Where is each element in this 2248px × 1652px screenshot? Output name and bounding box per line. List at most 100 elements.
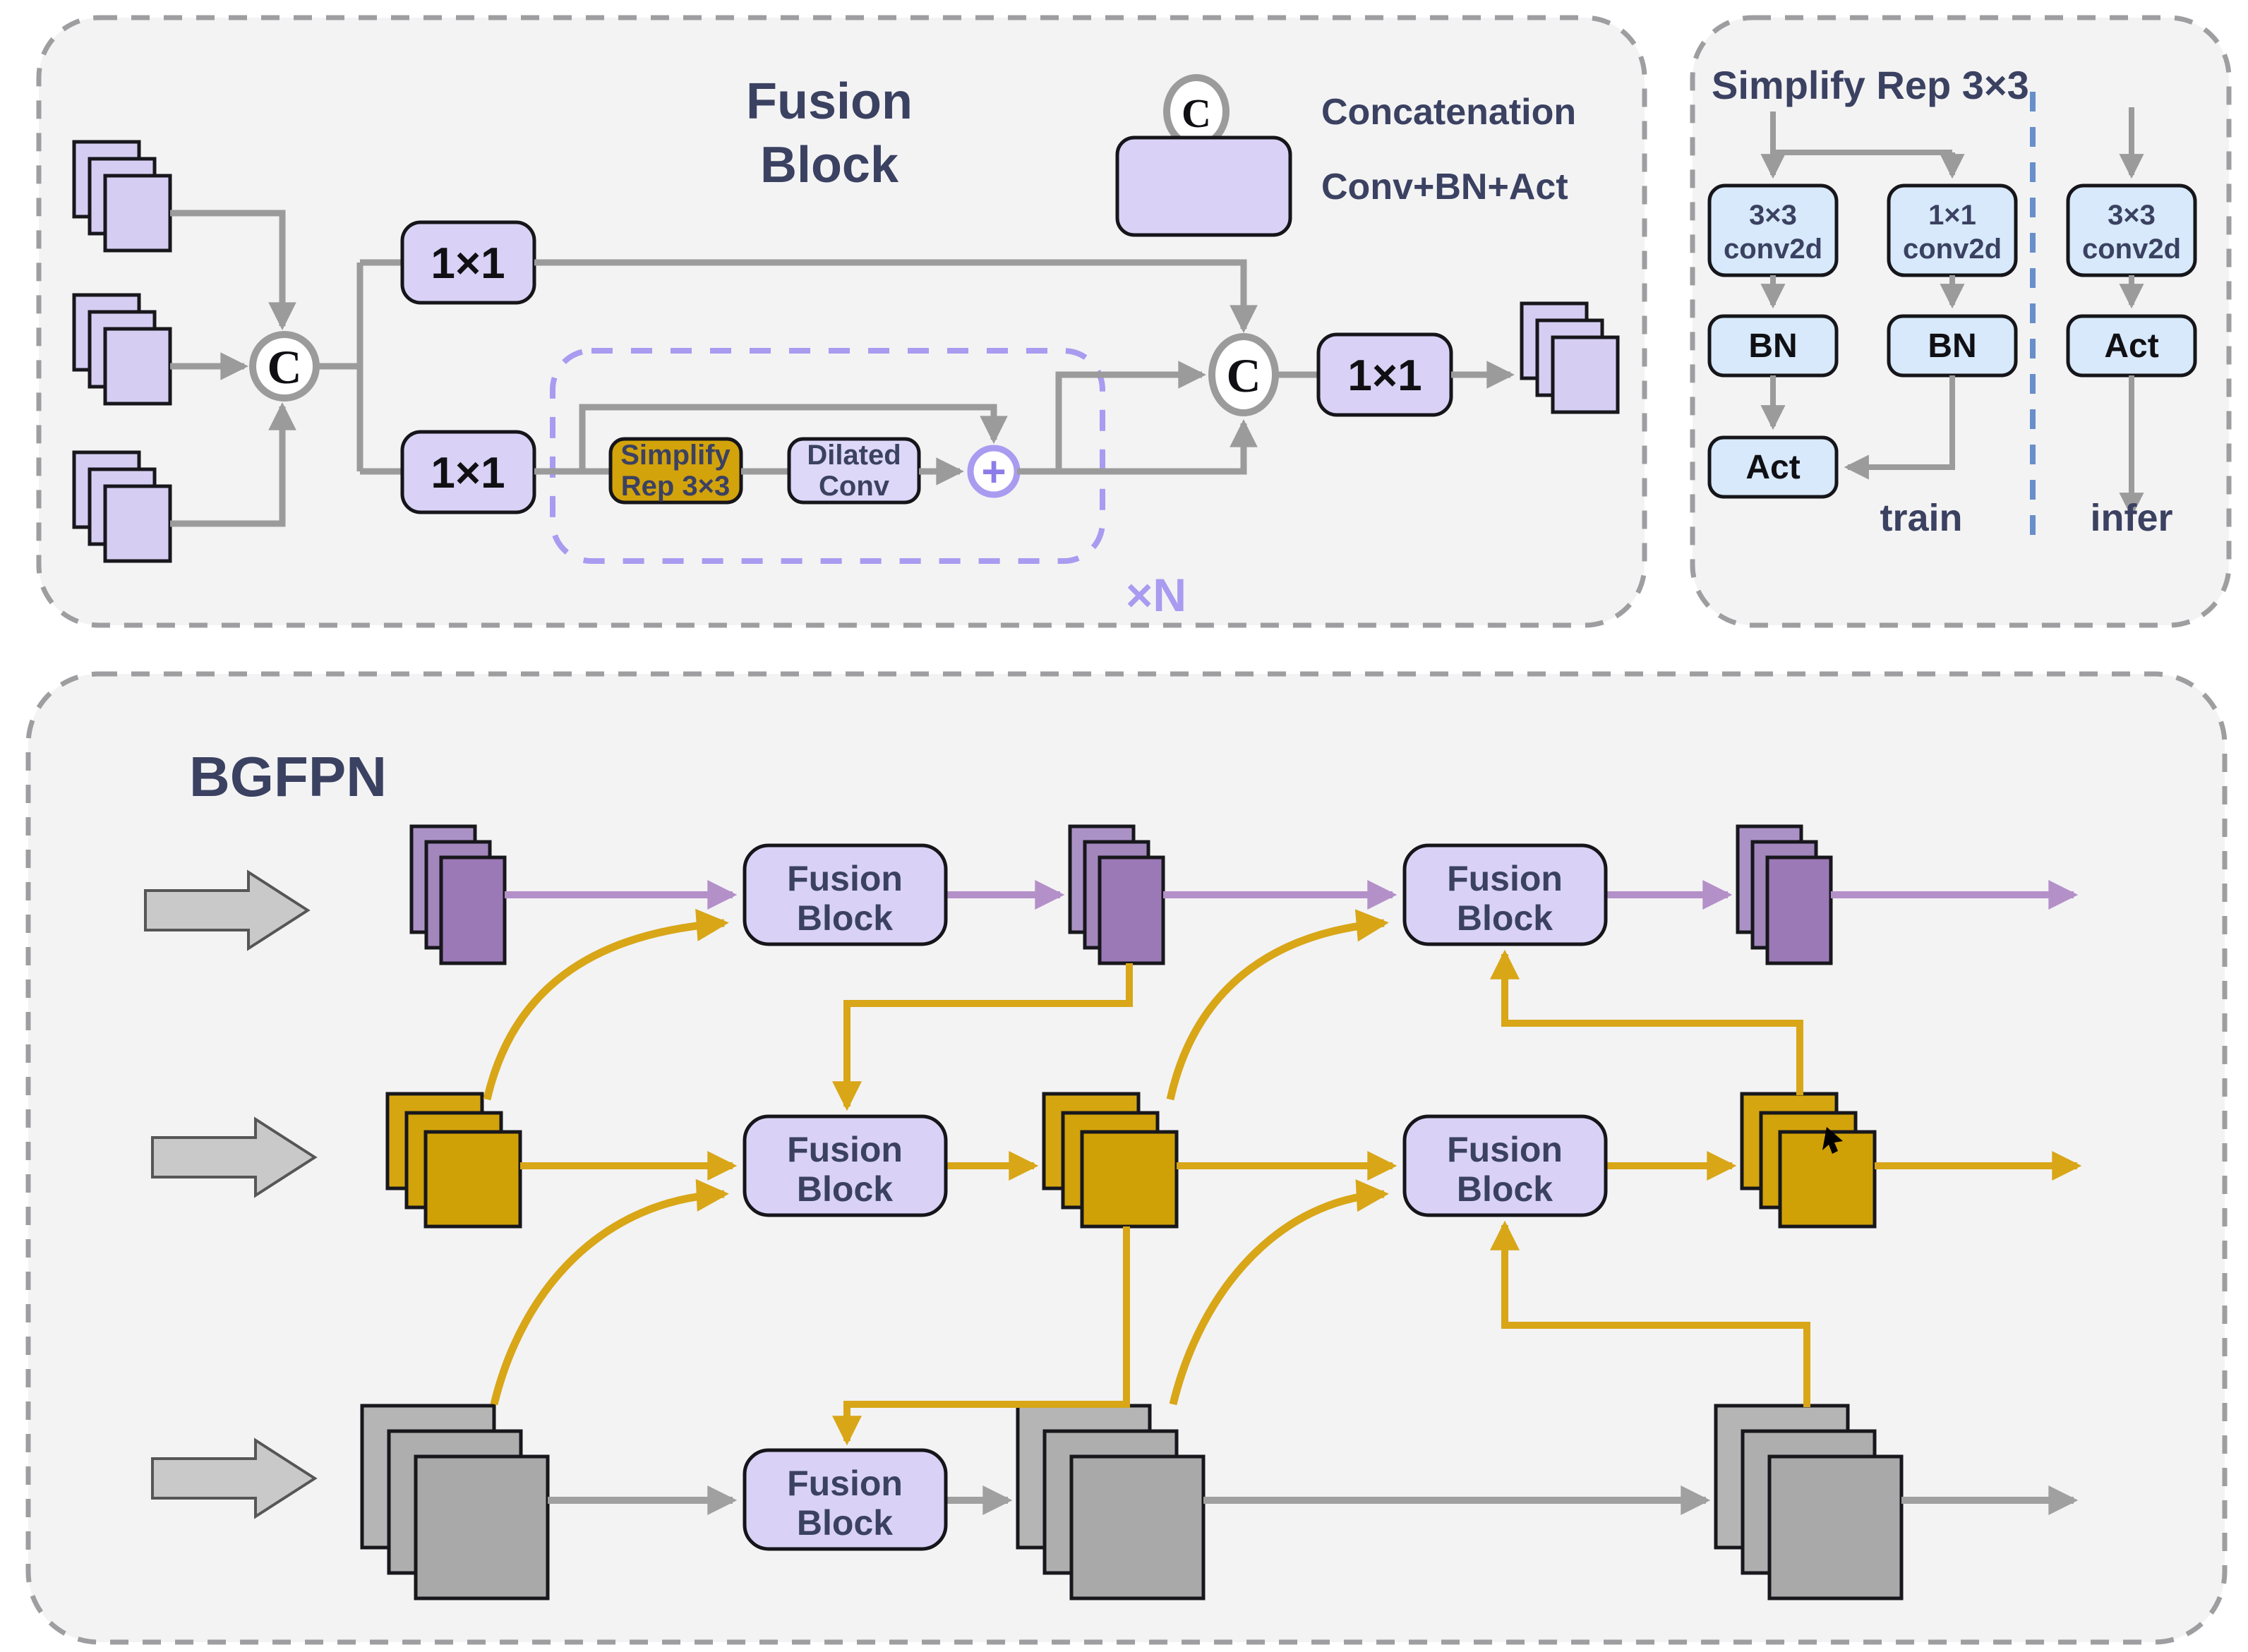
legend: C Concatenation Conv+BN+Act [1115,74,1576,237]
fusion-block-4-line2: Block [1457,1169,1553,1209]
fusion-block-1-line1: Fusion [787,859,903,898]
feature-map-layer [1767,1454,1904,1600]
arrow-purple-mid-down-to-fb3 [832,963,1133,1111]
arrow-gray-out-up-to-fb4 [1490,1220,1810,1407]
feature-map-layer [103,174,172,253]
fusion-block-4: Fusion Block [1402,1114,1608,1217]
fusion-block-1-box [743,843,948,946]
gray-maps-input [360,1404,550,1600]
purple-maps-output [1736,824,1833,965]
gold-maps-output [1740,1092,1877,1229]
repeat-label: ×N [1126,569,1186,621]
infer-act-label: Act [2104,327,2158,365]
fusion-block-2-line1: Fusion [1447,859,1563,898]
arrow-bn-right-to-act [1844,375,1955,480]
bgfpn-panel: BGFPN [25,671,2228,1645]
dilated-conv-label-line2: Conv [819,471,890,502]
fusion-block-4-line1: Fusion [1447,1130,1563,1169]
train-act-box [1707,435,1839,499]
arrow-conv-top-to-concat-out [534,259,1258,333]
feature-map-layer [423,1130,522,1229]
gold-maps-input [385,1092,522,1229]
feature-map-layer [1765,855,1833,965]
fusion-block-3-line2: Block [797,1169,893,1209]
train-bn-left-label: BN [1748,327,1797,365]
add-symbol: + [981,448,1006,495]
input-feature-maps-middle [72,293,172,406]
feature-map-layer [439,855,507,965]
fusion-block-5-line1: Fusion [787,1464,903,1503]
infer-conv3x3-line2: conv2d [2082,234,2181,265]
output-feature-maps [1520,301,1620,414]
arrow-gold-input-up-to-fb1 [483,908,729,1101]
infer-label: infer [2090,497,2172,539]
fusion-block-4-box [1402,1114,1608,1217]
conv-bn-act-swatch [1115,135,1292,237]
train-conv3x3-line1: 3×3 [1749,200,1797,231]
fusion-block-5-box [743,1448,948,1551]
arrow-bottom-maps-to-concat [170,402,296,527]
fusion-block-2-line2: Block [1457,898,1553,938]
conv1x1-top-label: 1×1 [431,239,505,288]
arrow-top-maps-to-concat [170,210,296,330]
train-bn-right-label: BN [1928,327,1976,365]
fusion-block-1: Fusion Block [743,843,948,946]
repeat-block-outline [550,348,1105,564]
gray-maps-output [1714,1404,1904,1600]
arrow-skip-to-add [579,404,1008,471]
purple-maps-input [409,824,507,965]
mouse-cursor-icon [1822,1127,1843,1154]
train-conv1x1-line1: 1×1 [1928,200,1976,231]
fusion-block-5-line2: Block [797,1503,893,1543]
train-branch: 3×3 conv2d 1×1 conv2d BN BN Act train [1707,111,2018,539]
legend-concat-symbol: C [1182,90,1211,136]
train-label: train [1880,497,1962,539]
infer-branch: 3×3 conv2d Act infer [2066,107,2197,539]
arrow-add-to-concat-out-bottom [1017,419,1258,475]
feature-map-layer [103,327,172,406]
fusion-block-3-line1: Fusion [787,1130,903,1169]
simplify-rep-label-line2: Rep 3×3 [621,471,731,502]
input-feature-maps-top [72,140,172,253]
fusion-block-1-line2: Block [797,898,893,938]
infer-conv3x3-line1: 3×3 [2108,200,2156,231]
dilated-conv-label-line1: Dilated [807,440,901,471]
input-feature-maps-bottom [72,450,172,563]
input-arrow-top-icon [144,869,311,951]
fusion-block-2-box [1402,843,1608,946]
arrow-gray-mid-up-to-fb4 [1169,1179,1389,1406]
concat-in-symbol: C [267,340,301,394]
simplify-rep-panel: Simplify Rep 3×3 3×3 conv2d 1×1 conv2d B… [1690,15,2232,628]
fusion-panel-title-line1: Fusion [746,73,913,130]
conv1x1-out-label: 1×1 [1347,351,1421,400]
train-act-label: Act [1745,449,1800,486]
concat-out-symbol: C [1226,349,1261,402]
input-arrow-middle-icon [151,1116,318,1198]
arrow-loop-to-concat-out-left [1055,361,1206,471]
fusion-block-5: Fusion Block [743,1448,948,1551]
feature-map-layer [103,484,172,563]
fusion-block-panel: Fusion Block C Concatenation Conv+BN+Act [36,15,1647,628]
gray-maps-middle [1016,1404,1206,1600]
simplify-rep-title: Simplify Rep 3×3 [1712,63,2029,107]
feature-map-layer [414,1454,550,1600]
gold-maps-middle [1042,1092,1179,1229]
input-arrow-bottom-icon [151,1437,318,1519]
feature-map-layer [1069,1454,1206,1600]
feature-map-layer [1778,1130,1877,1229]
arrow-gray-input-up-to-fb3 [490,1178,729,1406]
fusion-block-2: Fusion Block [1402,843,1608,946]
simplify-rep-label-line1: Simplify [620,440,731,471]
feature-map-layer [1551,335,1620,414]
train-conv3x3-line2: conv2d [1724,234,1822,265]
purple-maps-middle [1068,824,1165,965]
arrow-gold-mid-up-to-fb2 [1166,909,1389,1101]
legend-conv-label: Conv+BN+Act [1321,167,1568,207]
fusion-panel-title-line2: Block [760,137,899,193]
arrow-gold-out-up-to-fb2 [1490,949,1803,1095]
feature-map-layer [1098,855,1165,965]
legend-concat-label: Concatenation [1321,92,1576,133]
bgfpn-title: BGFPN [189,745,387,808]
fusion-block-3: Fusion Block [743,1114,948,1217]
